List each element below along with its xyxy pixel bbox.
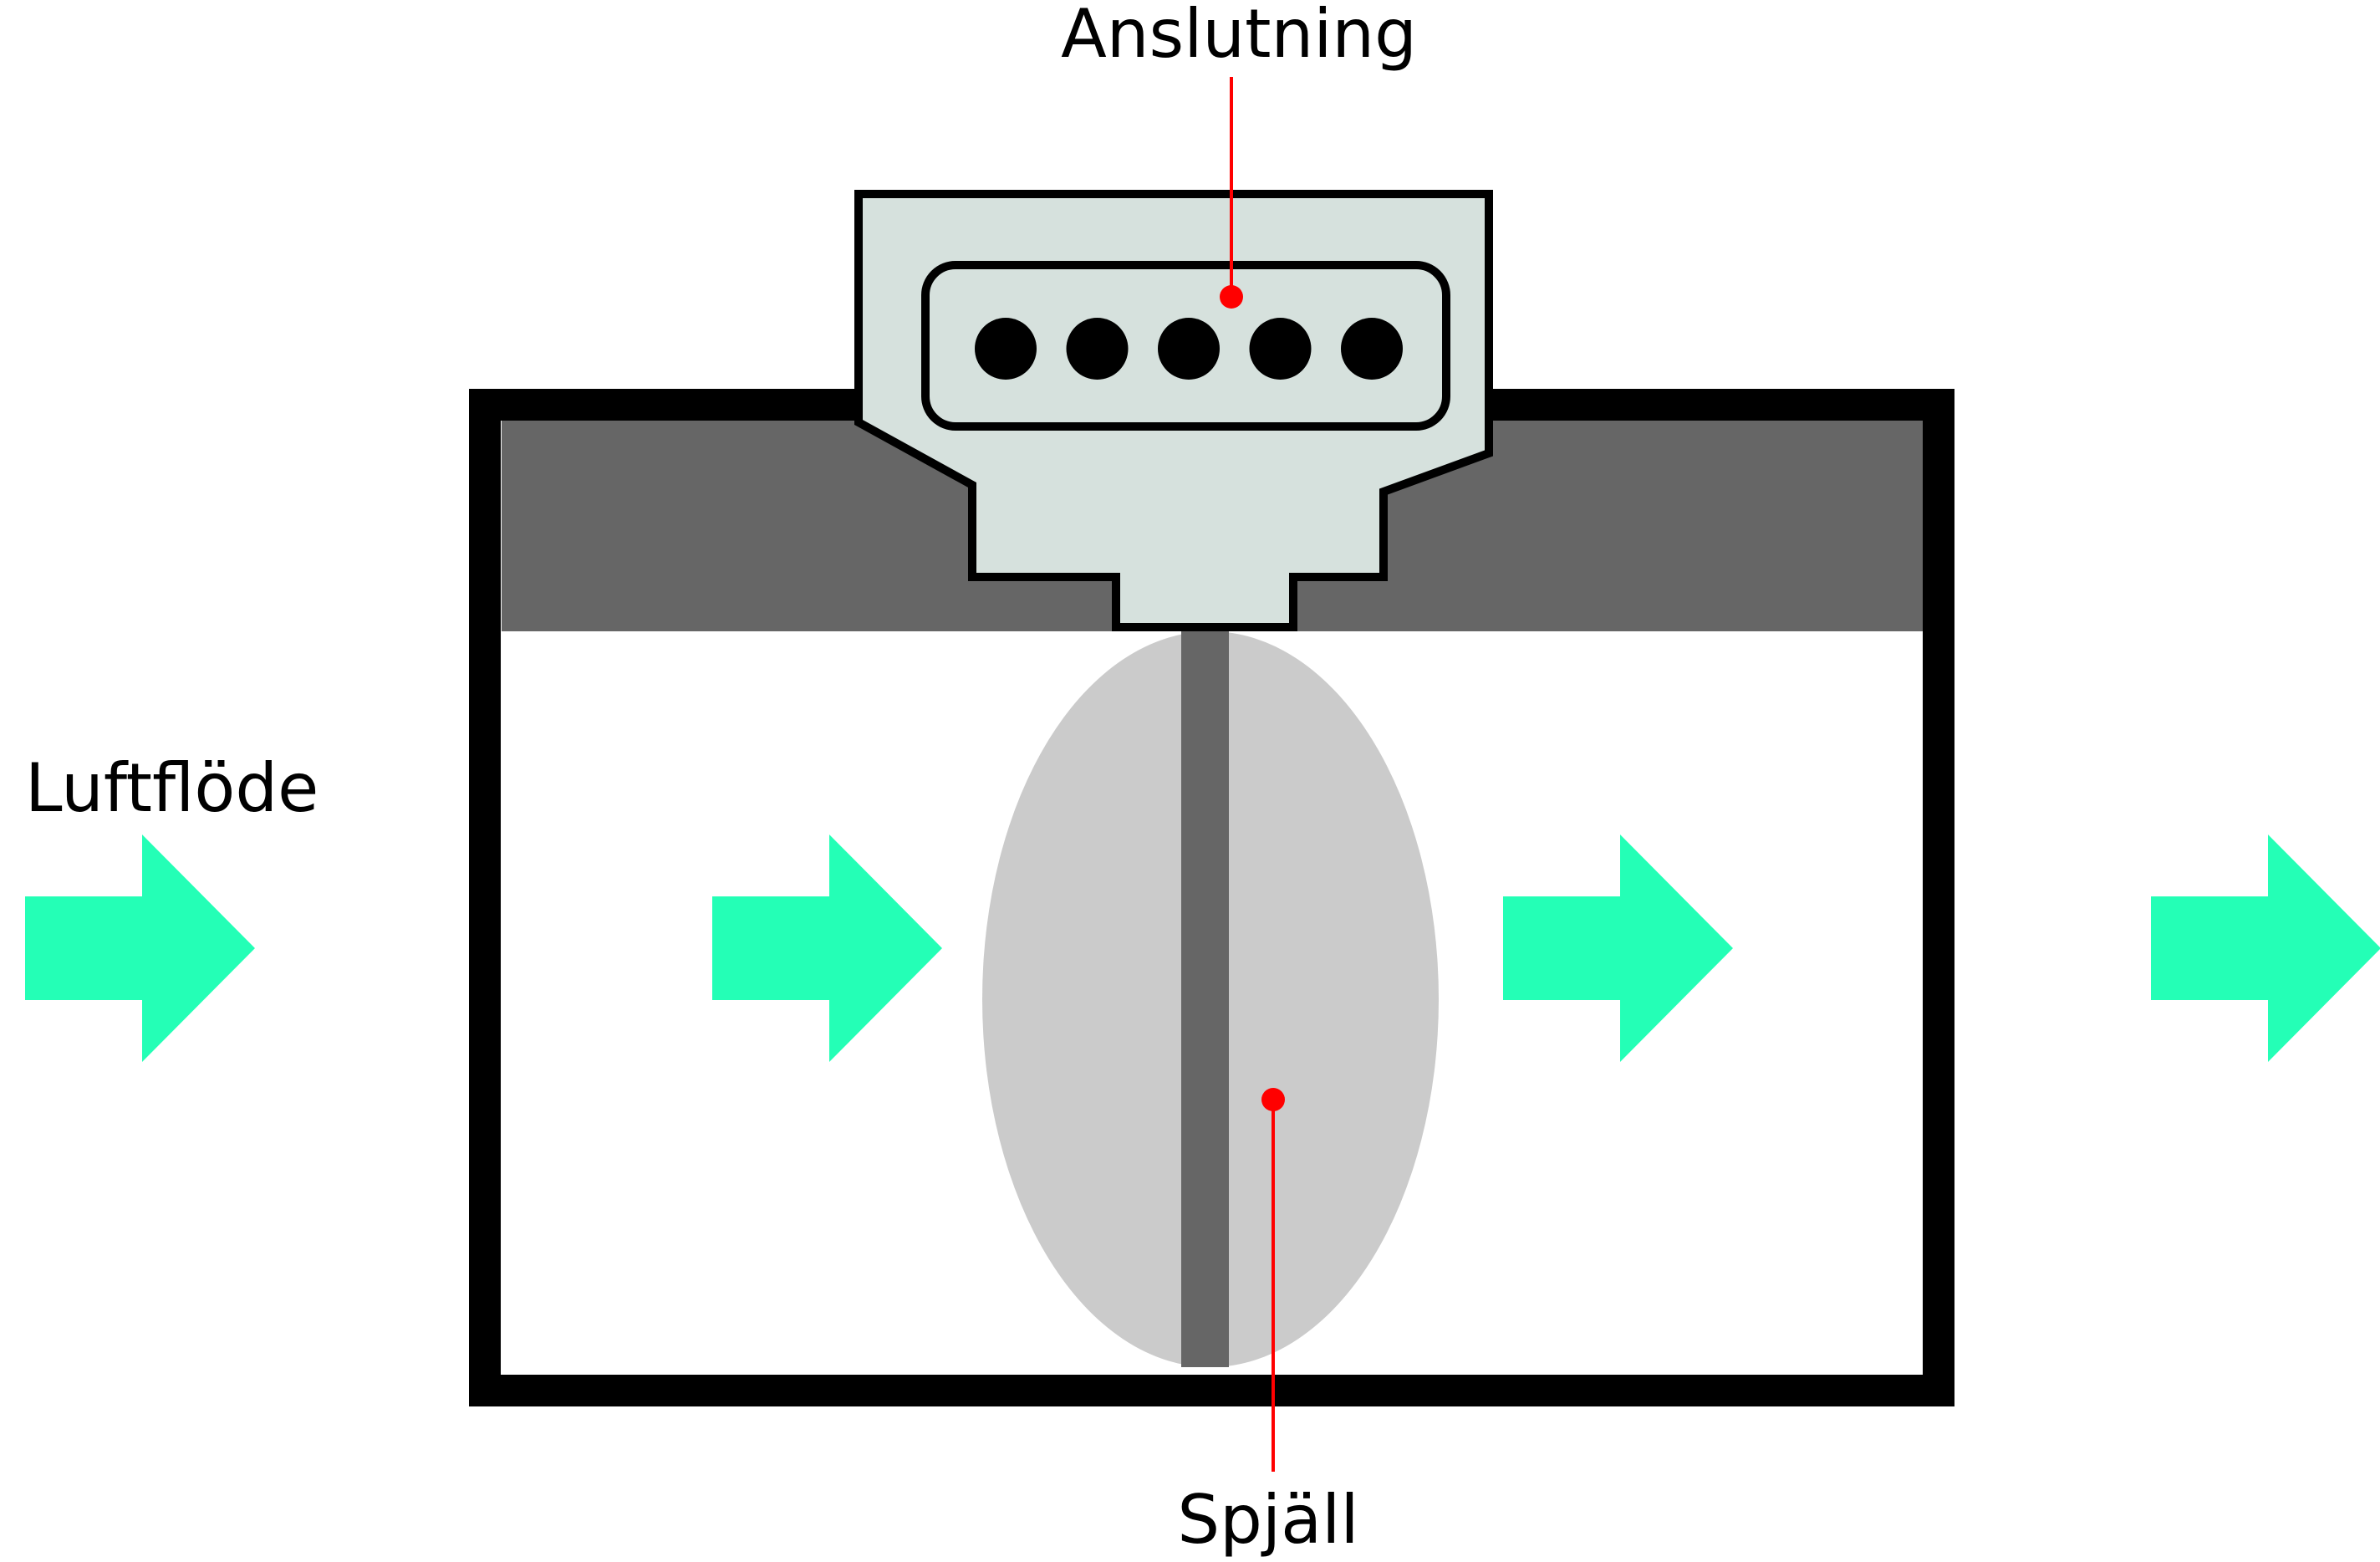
airflow-arrow xyxy=(25,835,255,1062)
damper-label: Spjäll xyxy=(1177,1481,1358,1559)
connector-pin xyxy=(1341,318,1403,380)
connector-pins xyxy=(975,318,1403,380)
connector-pin xyxy=(1249,318,1312,380)
airflow-label: Luftflöde xyxy=(25,749,319,827)
airflow-arrows xyxy=(25,835,2380,1062)
connector-housing xyxy=(854,190,1493,631)
damper-pointer-dot xyxy=(1261,1088,1285,1111)
airflow-arrow xyxy=(2151,835,2380,1062)
airflow-arrow xyxy=(712,835,942,1062)
airflow-arrow xyxy=(1503,835,1733,1062)
connection-pointer-dot xyxy=(1220,285,1243,309)
damper-pointer xyxy=(1261,1088,1285,1472)
connector-pin xyxy=(1066,318,1129,380)
connector-pin xyxy=(975,318,1037,380)
connection-pointer xyxy=(1220,77,1243,309)
connection-label: Anslutning xyxy=(1061,0,1417,73)
connector-pin xyxy=(1158,318,1220,380)
damper xyxy=(982,631,1439,1367)
damper-shaft xyxy=(1181,631,1229,1367)
